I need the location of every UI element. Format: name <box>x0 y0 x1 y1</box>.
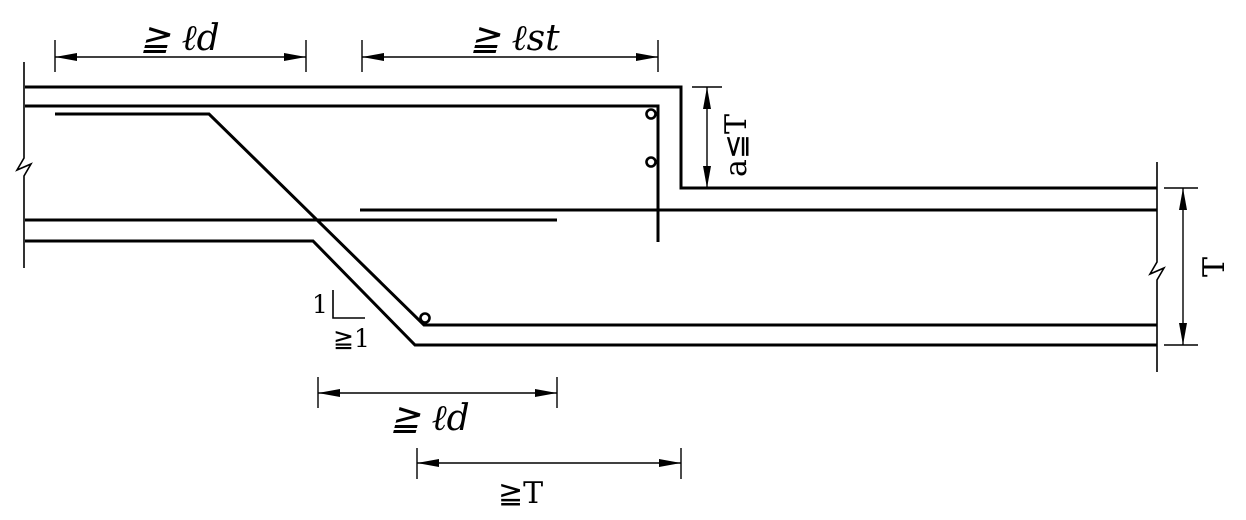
arrowhead <box>659 459 681 467</box>
top-left-ld-label: ≧ ℓd <box>140 18 220 59</box>
dimension-step-height: a≦T <box>692 86 754 188</box>
arrowhead <box>362 53 384 61</box>
arrowhead <box>1179 188 1187 210</box>
step-height-label: a≦T <box>719 114 754 177</box>
concrete-outline <box>25 85 1157 347</box>
slope-triangle <box>332 290 365 319</box>
slope-run-label: ≧1 <box>333 324 370 353</box>
top-lst-label: ≧ ℓst <box>470 18 560 59</box>
dimension-bottom-ld: ≧ ℓd <box>317 377 558 439</box>
arrowhead <box>55 53 77 61</box>
rebar-section-middle <box>645 156 657 168</box>
slope-rise-label: 1 <box>312 290 328 319</box>
top-bar-upper-slab <box>25 104 660 242</box>
left-break-line <box>15 62 33 268</box>
rebar-section-bottom <box>419 312 431 324</box>
arrowhead <box>703 87 711 109</box>
slope-indicator: 1 ≧1 <box>312 290 370 353</box>
dimension-bottom-T: ≧T <box>416 448 682 511</box>
dimension-top-lst: ≧ ℓst <box>361 18 659 72</box>
reinforcement <box>25 104 1157 327</box>
dimension-thickness: T <box>1164 187 1232 346</box>
thickness-label: T <box>1197 257 1232 277</box>
bottom-T-label: ≧T <box>498 476 543 511</box>
arrowhead <box>1179 323 1187 345</box>
arrowhead <box>535 389 557 397</box>
arrowhead <box>318 389 340 397</box>
bottom-ld-label: ≧ ℓd <box>390 398 470 439</box>
arrowhead <box>636 53 658 61</box>
dimension-top-left-ld: ≧ ℓd <box>54 18 307 72</box>
arrowhead <box>284 53 306 61</box>
arrowhead <box>417 459 439 467</box>
rebar-section-top <box>645 108 657 120</box>
bottom-surface-slab <box>25 239 1157 347</box>
break-lines <box>15 62 1166 372</box>
arrowhead <box>703 166 711 188</box>
top-surface-upper-slab <box>25 85 1157 190</box>
right-break-line <box>1148 162 1166 372</box>
